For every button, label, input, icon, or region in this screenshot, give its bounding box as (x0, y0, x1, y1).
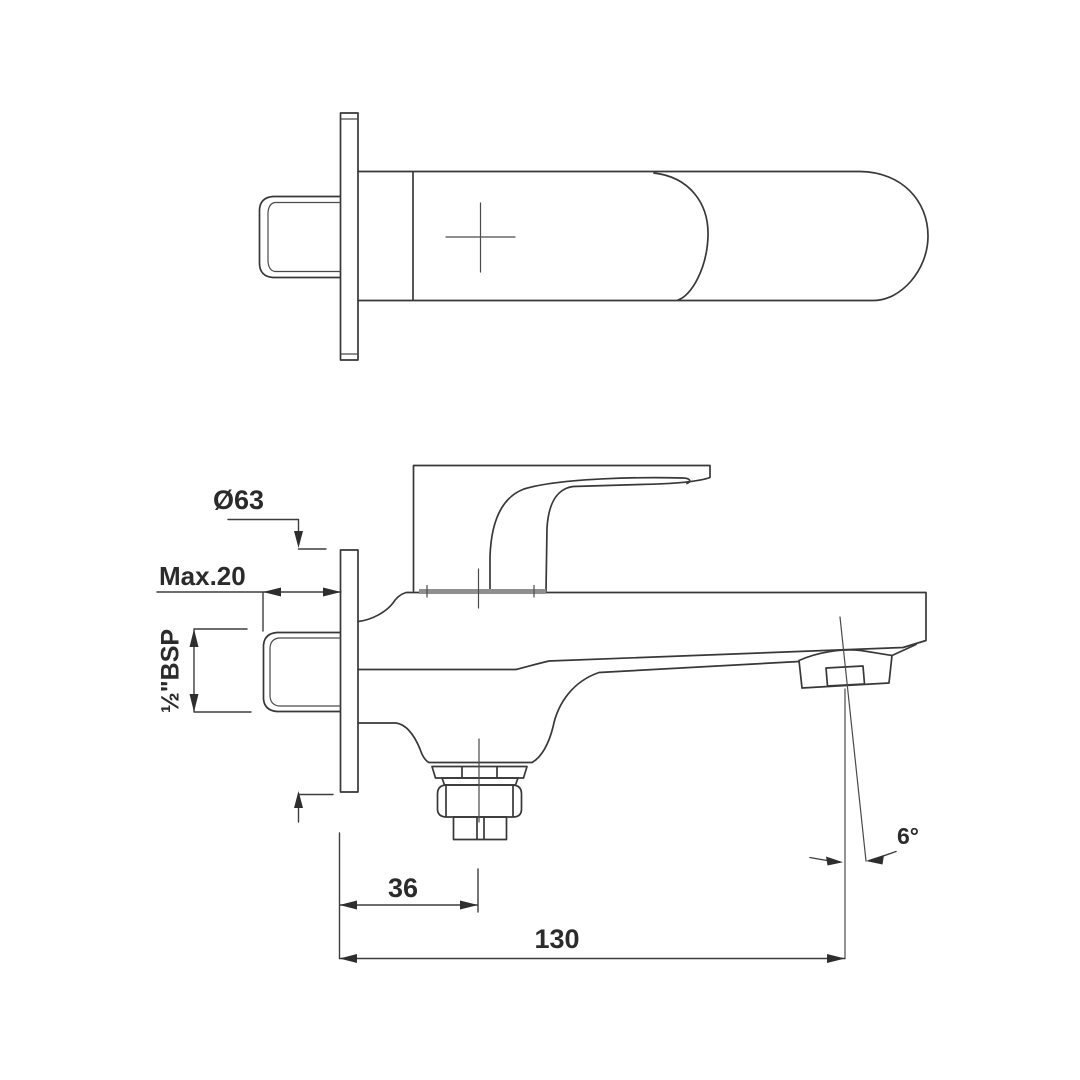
spout-body-side-view (357, 591, 927, 671)
dim-spout-offset-label: 36 (388, 873, 418, 903)
wall-flange-side-view (339, 549, 359, 793)
diverter-stem (452, 816, 508, 841)
aerator-outlet (825, 665, 866, 687)
dim-outlet-angle: 6° (809, 823, 919, 866)
center-cross-mark (445, 202, 516, 273)
dim-outlet-angle-label: 6° (897, 823, 919, 849)
dim-wall-thickness-label: Max.20 (159, 561, 246, 591)
top-view (258, 112, 929, 361)
dim-thread-size-label: ½"BSP (157, 629, 185, 713)
inlet-connector-top-view (258, 195, 341, 279)
spout-body-top-view (357, 170, 929, 302)
inlet-connector-side-chamfer (269, 637, 341, 707)
diverter-flange (431, 765, 528, 779)
lever-handle-inner-line (489, 476, 691, 592)
diverter-knob (431, 738, 528, 841)
wall-flange-top-view (339, 112, 359, 361)
dim-spout-offset: 36 (338, 832, 479, 960)
dimension-annotations: Ø63 Max.20 ½"BSP 36 130 (156, 485, 919, 963)
dim-wall-thickness: Max.20 (156, 561, 342, 632)
dim-spout-reach-label: 130 (534, 924, 579, 954)
dim-thread-size: ½"BSP (157, 628, 252, 713)
lever-handle (412, 464, 711, 592)
handle-seat-ticks (426, 584, 535, 598)
outlet-slanted-centerline (839, 616, 867, 862)
diverter-nut (436, 784, 523, 818)
inlet-connector-chamfer (267, 201, 341, 273)
spout-underside-outline (357, 660, 800, 764)
dim-flange-diameter: Ø63 (213, 485, 334, 823)
inlet-connector-side-view (262, 631, 341, 713)
dim-flange-diameter-label: Ø63 (213, 485, 264, 515)
flange-edge-lines (340, 118, 359, 355)
dim-spout-reach: 130 (338, 924, 846, 963)
spout-inner-round-end (653, 172, 709, 301)
diverter-collar (441, 777, 519, 786)
side-view (262, 464, 927, 959)
